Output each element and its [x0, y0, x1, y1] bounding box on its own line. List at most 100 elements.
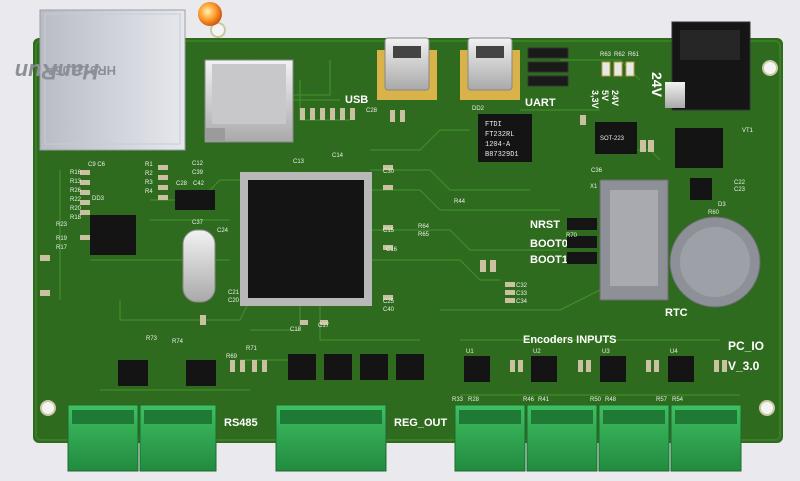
ref-r69: R69	[226, 354, 238, 360]
ic-dd3	[90, 215, 136, 255]
boot-jumpers	[567, 218, 597, 264]
voltage-regulator	[595, 122, 637, 154]
ftdi-text-2: FT232RL	[485, 131, 514, 139]
ref-r41: R41	[538, 397, 550, 403]
ref-c14: C14	[332, 153, 344, 159]
boot0-label: BOOT0	[530, 238, 568, 250]
ref-r28: R28	[468, 397, 480, 403]
terminal-screw-slots	[72, 410, 737, 424]
ref-c21: C21	[228, 290, 240, 296]
rs485-label: RS485	[224, 417, 258, 429]
ref-r17: R17	[56, 245, 68, 251]
ftdi-text-4: B87329D1	[485, 151, 519, 159]
ref-u4: U4	[670, 349, 678, 355]
ref-c32: C32	[516, 283, 528, 289]
ref-r70: R70	[566, 233, 578, 239]
encoders-inputs-label: Encoders INPUTS	[523, 334, 617, 346]
ethernet-brand-label: HanRun	[15, 59, 99, 84]
transistor-vt1	[675, 128, 723, 168]
board-name-line1: PC_IO	[728, 339, 764, 353]
ref-c40: C40	[383, 307, 395, 313]
ref-r19: R19	[56, 236, 68, 242]
crystal-oscillator	[182, 229, 216, 303]
ref-r60: R60	[708, 210, 720, 216]
boot1-label: BOOT1	[530, 254, 568, 266]
dc-power-jack	[665, 21, 751, 111]
reg-out-label: REG_OUT	[394, 417, 447, 429]
ref-r54: R54	[672, 397, 684, 403]
ref-designators: R16 R13 R26 R22 R20 R18 R23 R19 R17 C9 C…	[56, 108, 746, 403]
ref-r65: R65	[418, 232, 430, 238]
ref-u1: U1	[466, 349, 474, 355]
ref-r26: R26	[70, 188, 82, 194]
ref-c34: C34	[516, 299, 528, 305]
ref-r2: R2	[145, 171, 153, 177]
ref-r23: R23	[56, 222, 68, 228]
ref-dd2: DD2	[472, 106, 485, 112]
sot223-label: SOT-223	[600, 136, 625, 142]
ref-c23: C23	[734, 187, 746, 193]
ref-c15: C15	[383, 228, 395, 234]
ref-r61: R61	[628, 52, 640, 58]
ref-r73: R73	[146, 336, 158, 342]
label-5v: 5V	[600, 90, 610, 101]
ref-r62: R62	[614, 52, 626, 58]
ref-c16: C16	[386, 247, 398, 253]
ftdi-text-3: 1204-A	[485, 141, 511, 149]
ref-d3: D3	[718, 202, 726, 208]
ref-r16: R16	[70, 170, 82, 176]
ftdi-chip: FTDI FT232RL 1204-A B87329D1	[478, 114, 532, 162]
ref-r57: R57	[656, 397, 668, 403]
ref-c12: C12	[192, 161, 204, 167]
ref-r64: R64	[418, 224, 430, 230]
diode-d3	[690, 178, 712, 200]
board-name-line2: V_3.0	[728, 359, 760, 373]
status-led	[198, 2, 222, 26]
ftdi-text-1: FTDI	[485, 121, 502, 129]
ref-u3: U3	[602, 349, 610, 355]
usb-ports	[377, 37, 520, 100]
ref-c39: C39	[192, 170, 204, 176]
ref-r46: R46	[523, 397, 535, 403]
ref-c25: C25	[383, 299, 395, 305]
power-24v-label: 24V	[649, 72, 665, 98]
ref-r4: R4	[145, 189, 153, 195]
ref-r13: R13	[70, 179, 82, 185]
ref-c18: C18	[290, 327, 302, 333]
ref-c42: C42	[193, 181, 205, 187]
ref-c13: C13	[293, 159, 305, 165]
ref-r48: R48	[605, 397, 617, 403]
ref-c24: C24	[217, 228, 229, 234]
ref-c20: C20	[228, 298, 240, 304]
ref-r71: R71	[246, 346, 258, 352]
uart-label: UART	[525, 97, 556, 109]
ref-r20: R20	[70, 206, 82, 212]
ref-c9c6: C9 C6	[88, 162, 106, 168]
ref-r18: R18	[70, 215, 82, 221]
ethernet-jack: HanRun HR911105A	[15, 9, 186, 151]
uart-pin-header	[527, 47, 569, 87]
rs485-ics	[118, 360, 216, 386]
ref-c17: C17	[318, 323, 330, 329]
reg-out-ics	[288, 354, 424, 380]
sd-card-slot	[204, 59, 294, 143]
power-leds	[601, 61, 635, 77]
ref-r22: R22	[70, 197, 82, 203]
label-24v-small: 24V	[610, 90, 620, 106]
rtc-label: RTC	[665, 307, 688, 319]
label-3v3: 3,3V	[590, 90, 600, 109]
ref-r3: R3	[145, 180, 153, 186]
ref-c36: C36	[591, 168, 603, 174]
ic-small	[175, 190, 215, 210]
ref-x1: X1	[590, 184, 598, 190]
ref-c22: C22	[734, 180, 746, 186]
ref-r33: R33	[452, 397, 464, 403]
ref-dd3: DD3	[92, 196, 105, 202]
encoder-ics	[464, 356, 694, 382]
usb-label: USB	[345, 94, 368, 106]
ref-c37: C37	[192, 220, 204, 226]
rtc-connector	[599, 179, 669, 301]
ref-c30: C30	[383, 169, 395, 175]
